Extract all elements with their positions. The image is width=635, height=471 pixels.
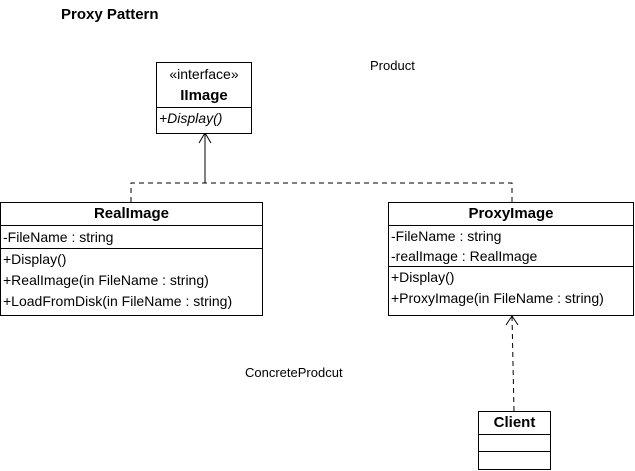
realization-line-real (130, 182, 205, 202)
proxyimage-methods: +Display() +ProxyImage(in FileName : str… (389, 267, 633, 309)
interface-methods: +Display() (157, 108, 251, 128)
realimage-method: +LoadFromDisk(in FileName : string) (3, 293, 233, 309)
interface-name: IImage (157, 85, 251, 108)
concrete-product-label: ConcreteProdcut (245, 365, 343, 380)
iimage-interface-box: «interface» IImage +Display() (156, 62, 252, 134)
realimage-class-box: RealImage -FileName : string +Display() … (0, 202, 263, 316)
realimage-method: +Display() (3, 251, 67, 267)
proxyimage-attributes: -FileName : string -realImage : RealImag… (389, 226, 633, 267)
client-methods (479, 452, 550, 468)
realimage-attribute: -FileName : string (3, 229, 114, 245)
proxyimage-name: ProxyImage (389, 203, 633, 226)
dependency-arrowhead (505, 315, 519, 326)
interface-method: +Display() (159, 110, 223, 126)
realimage-name: RealImage (1, 203, 262, 226)
dependency-line-client (511, 315, 515, 412)
proxyimage-method: +Display() (391, 269, 455, 285)
interface-stereotype: «interface» (169, 66, 239, 82)
realization-line-proxy (205, 182, 513, 202)
page-title: Proxy Pattern (61, 6, 159, 23)
proxyimage-method: +ProxyImage(in FileName : string) (391, 290, 604, 306)
realimage-method: +RealImage(in FileName : string) (3, 272, 209, 288)
proxyimage-class-box: ProxyImage -FileName : string -realImage… (388, 202, 634, 316)
client-class-box: Client (478, 411, 551, 470)
proxyimage-attribute: -realImage : RealImage (391, 248, 538, 264)
client-name: Client (479, 412, 550, 435)
product-label: Product (370, 58, 415, 73)
client-attributes (479, 435, 550, 452)
realimage-attributes: -FileName : string (1, 226, 262, 249)
realimage-methods: +Display() +RealImage(in FileName : stri… (1, 249, 262, 312)
proxyimage-attribute: -FileName : string (391, 228, 502, 244)
